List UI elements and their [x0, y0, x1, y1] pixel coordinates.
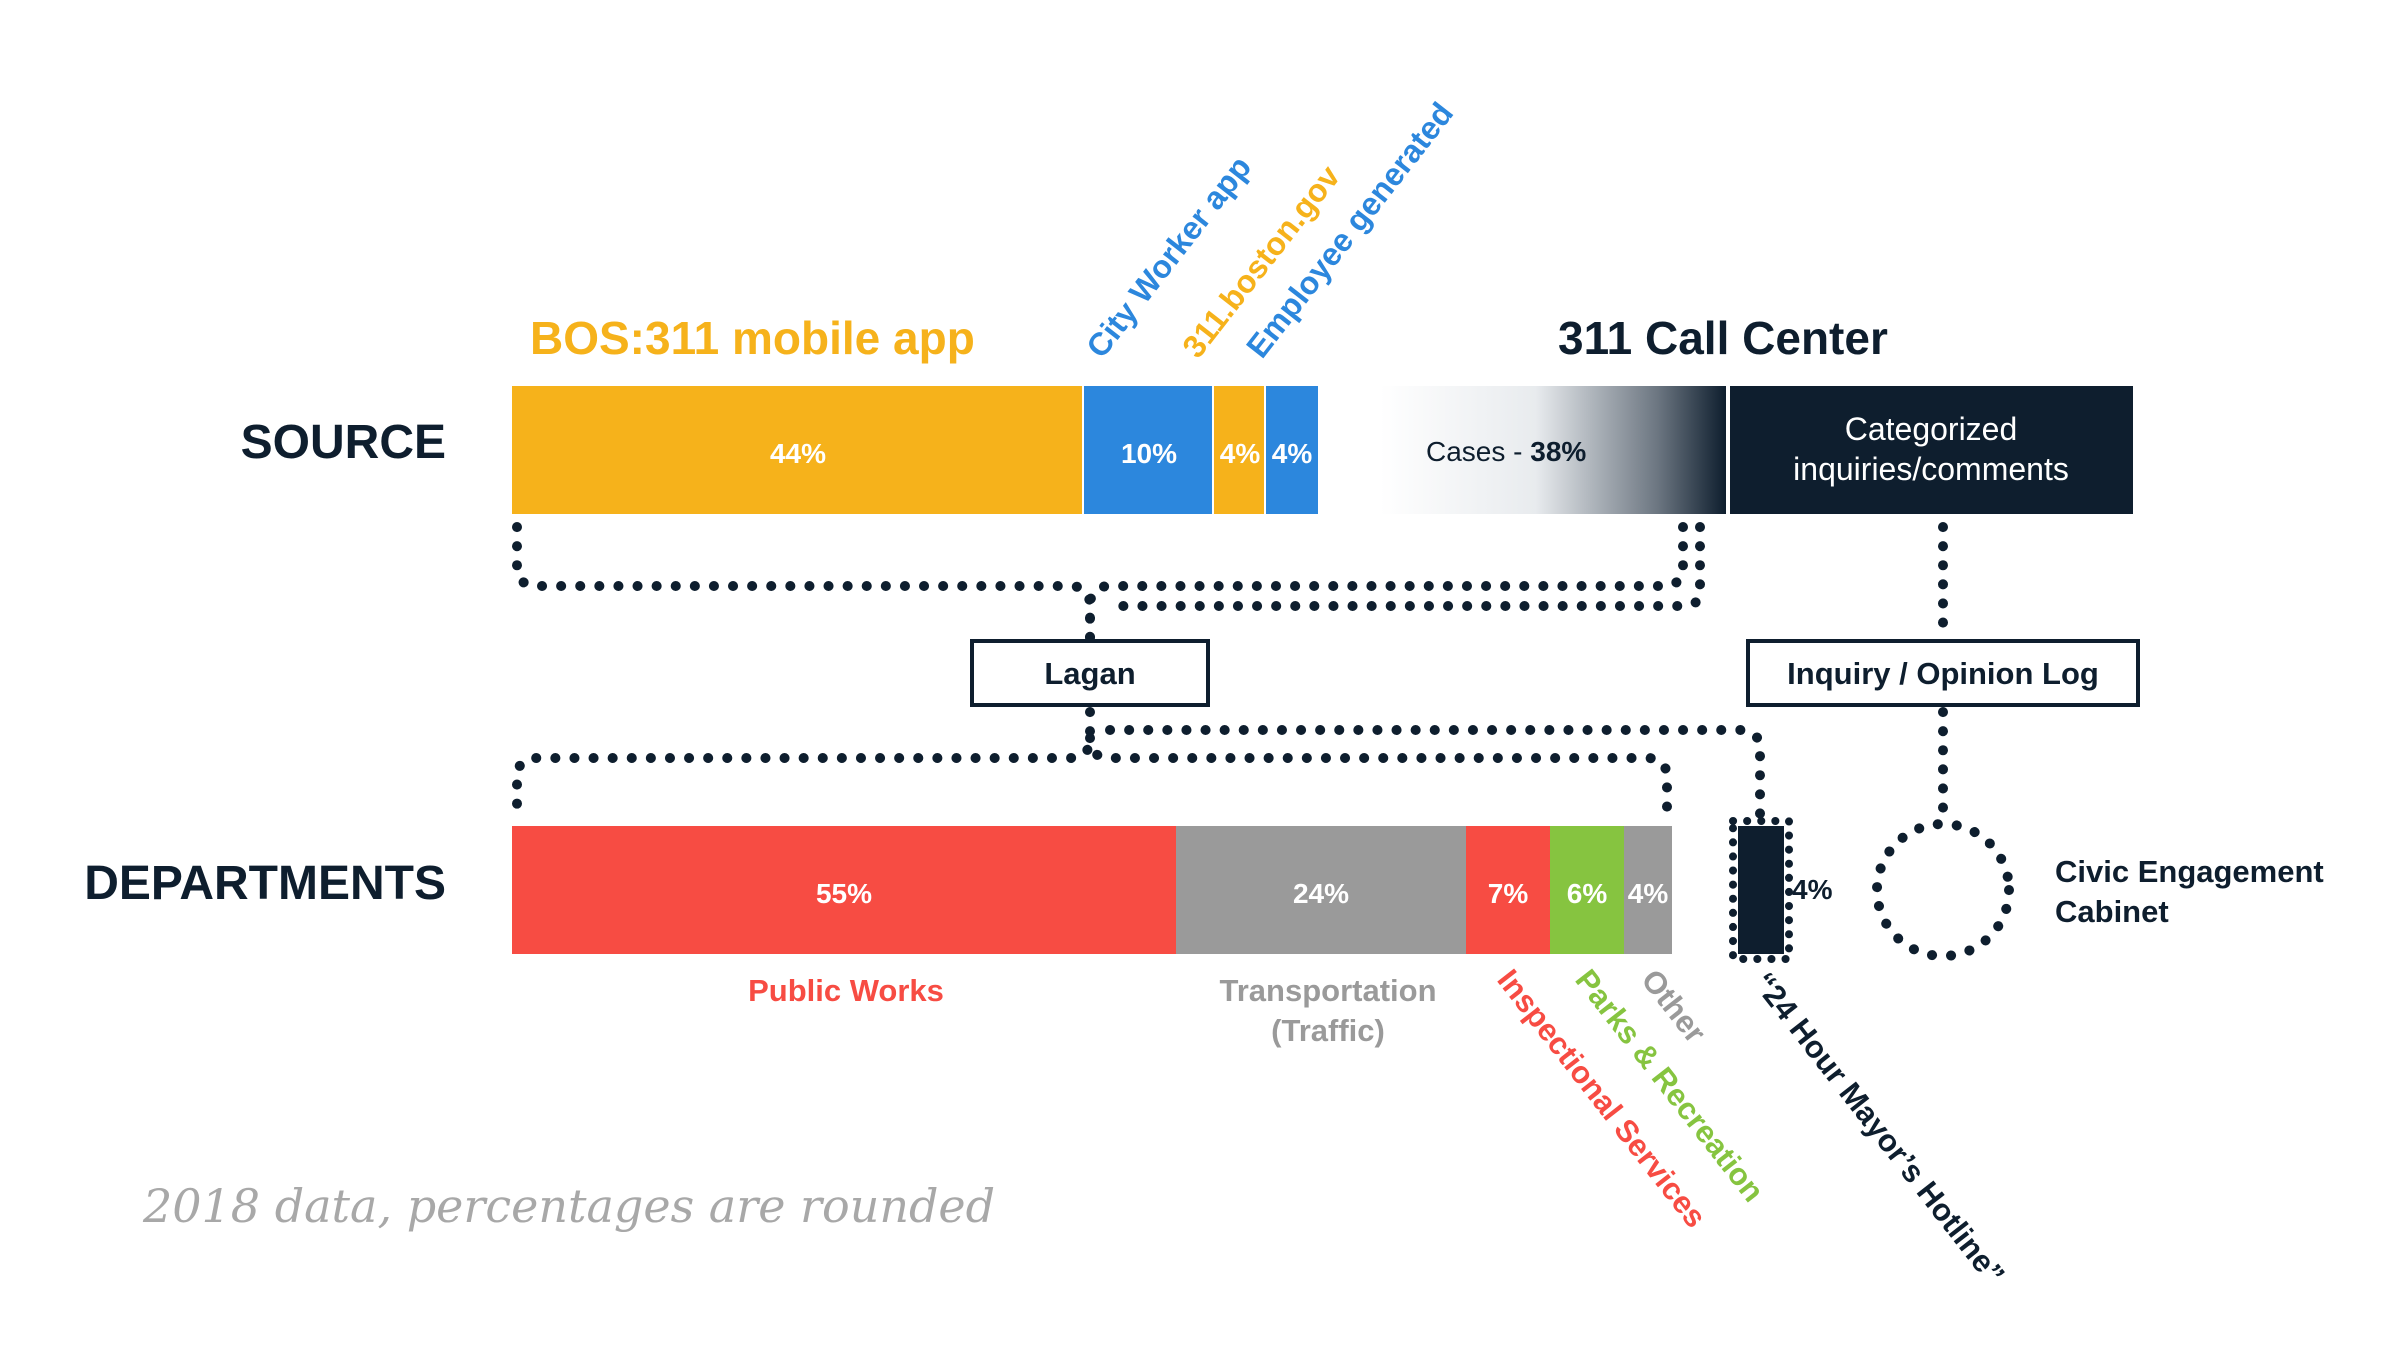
department-segment-label-other: 4%: [1628, 878, 1669, 909]
transportation-line-2: (Traffic): [1271, 1013, 1385, 1048]
hotline-bar-outline: [1729, 817, 1793, 963]
public-works-label: Public Works: [748, 973, 944, 1008]
department-segment-label-inspectional-services: 7%: [1488, 878, 1529, 909]
source-segment-employee-generated: [1266, 386, 1318, 514]
hotline-percent: 4%: [1792, 874, 1833, 905]
cases-gradient-bar: [1380, 386, 1726, 514]
department-segment-transportation-traffic: [1176, 826, 1466, 954]
source-segment-311-boston-gov: [1214, 386, 1264, 514]
transportation-line-1: Transportation: [1219, 973, 1436, 1008]
categorized-line-1: Categorized: [1845, 411, 2018, 447]
department-segment-parks-recreation: [1550, 826, 1624, 954]
connectors: [512, 522, 2014, 961]
source-row-label: SOURCE: [241, 416, 446, 469]
categorized-box: [1730, 386, 2133, 514]
department-segment-inspectional-services: [1466, 826, 1550, 954]
inquiry-log-box: [1746, 639, 2140, 707]
source-segment-label-311-boston-gov: 4%: [1220, 438, 1261, 469]
department-segment-other: [1624, 826, 1672, 954]
department-segment-label-parks-recreation: 6%: [1567, 878, 1608, 909]
mobile-app-heading: BOS:311 mobile app: [530, 312, 975, 364]
hotline-bar: [1738, 826, 1784, 954]
connector-lagan-to-departments: [512, 707, 1095, 827]
cases-prefix: Cases -: [1426, 436, 1530, 467]
cases-label: Cases - 38%: [1426, 436, 1586, 467]
lagan-box: [970, 639, 1210, 707]
department-segment-label-public-works: 55%: [816, 878, 872, 909]
connector-cases-inner: [1105, 522, 1705, 611]
inquiry-log-label: Inquiry / Opinion Log: [1787, 656, 2099, 691]
civic-engagement-line-1: Civic Engagement: [2055, 854, 2324, 889]
cases-value: 38%: [1530, 436, 1586, 467]
department-segment-label-transportation-traffic: 24%: [1293, 878, 1349, 909]
connector-cases-to-lagan: [1085, 522, 1688, 645]
connector-source-to-lagan: [512, 522, 1095, 645]
source-bar: 44% 10% 4% 4%: [512, 386, 1318, 514]
source-segment-label-city-worker-app: 10%: [1121, 438, 1177, 469]
source-segment-label-employee-generated: 4%: [1272, 438, 1313, 469]
data-footnote: 2018 data, percentages are rounded: [142, 1179, 995, 1233]
departments-row-label: DEPARTMENTS: [84, 857, 446, 910]
lagan-label: Lagan: [1044, 656, 1135, 691]
hotline-name-label: “24 Hour Mayor’s Hotline”: [1746, 966, 2011, 1292]
call-center-heading: 311 Call Center: [1558, 312, 1888, 364]
connector-lagan-to-other: [1085, 733, 1672, 827]
source-segment-city-worker-app: [1084, 386, 1212, 514]
civic-engagement-line-2: Cabinet: [2055, 894, 2169, 929]
source-segment-bos-311-mobile-app: [512, 386, 1082, 514]
categorized-line-2: inquiries/comments: [1793, 451, 2069, 487]
source-channel-label-city-worker-app: City Worker app: [1079, 149, 1258, 364]
departments-bar: 55% 24% 7% 6% 4%: [512, 826, 1672, 954]
civic-engagement-circle: [1872, 819, 2014, 961]
source-segment-label-bos-311-mobile-app: 44%: [770, 438, 826, 469]
connector-lagan-to-hotline: [1105, 725, 1765, 827]
department-segment-public-works: [512, 826, 1176, 954]
